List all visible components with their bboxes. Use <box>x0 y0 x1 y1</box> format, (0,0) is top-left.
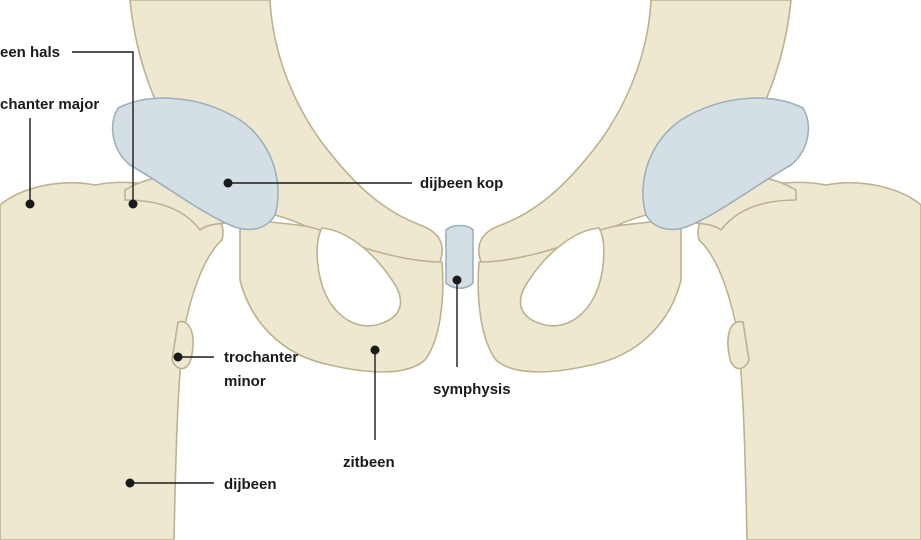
label-dijbeen-kop: dijbeen kop <box>420 175 503 192</box>
left-femur <box>0 181 224 540</box>
right-acetabular-cartilage <box>642 97 810 231</box>
label-zitbeen: zitbeen <box>343 454 395 471</box>
dot-dijbeen-kop <box>223 178 233 188</box>
leader-lines <box>29 51 458 484</box>
label-symphysis: symphysis <box>433 381 511 398</box>
right-lesser-trochanter <box>727 320 750 370</box>
label-dijbeen: dijbeen <box>224 476 277 493</box>
leader-dijbeen-hals <box>72 51 134 204</box>
dot-dijbeen <box>125 478 135 488</box>
label-trochanter-minor-line1: trochanter <box>224 349 298 366</box>
label-dijbeen-hals: een hals <box>0 44 60 61</box>
label-trochanter-minor-line2: minor <box>224 373 266 390</box>
pubic-symphysis-disc <box>445 224 474 290</box>
left-obturator-foramen <box>316 227 402 327</box>
label-trochanter-major: chanter major <box>0 96 99 113</box>
dot-dijbeen-hals <box>128 199 138 209</box>
dot-symphysis <box>452 275 462 285</box>
right-femur <box>697 181 921 540</box>
dot-zitbeen <box>370 345 380 355</box>
labels: een hals chanter major dijbeen kop troch… <box>0 44 511 493</box>
left-acetabular-cartilage <box>111 97 279 231</box>
dot-trochanter-minor <box>173 352 183 362</box>
label-dots <box>25 178 462 488</box>
right-obturator-foramen <box>519 227 605 327</box>
dot-trochanter-major <box>25 199 35 209</box>
